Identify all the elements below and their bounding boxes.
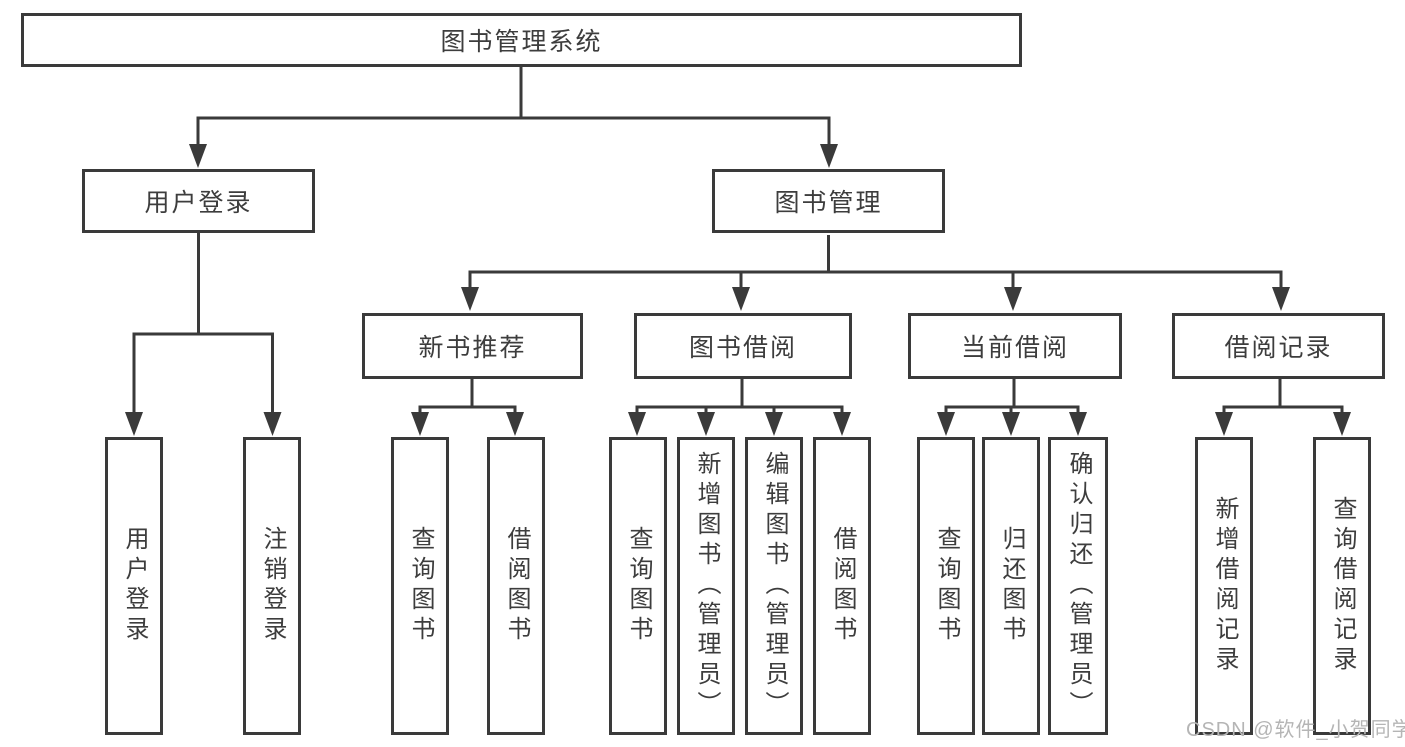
node-leaf-bb-borrow-books-label: 借阅图书	[829, 526, 856, 646]
node-leaf-logout-label: 注销登录	[259, 526, 286, 646]
node-leaf-nb-query-books: 查询图书	[391, 437, 449, 735]
node-section-new-book-recommend: 新书推荐	[362, 313, 583, 379]
node-leaf-cb-return-books-label: 归还图书	[998, 526, 1025, 646]
node-leaf-br-query-record: 查询借阅记录	[1313, 437, 1371, 735]
watermark-text: CSDN @软件_小贺同学	[1186, 719, 1405, 741]
node-section-new-book-recommend-label: 新书推荐	[418, 334, 527, 362]
node-leaf-cb-return-books: 归还图书	[982, 437, 1040, 735]
node-leaf-bb-borrow-books: 借阅图书	[813, 437, 871, 735]
node-leaf-user-login-label: 用户登录	[121, 526, 148, 646]
node-root-label: 图书管理系统	[440, 28, 603, 56]
node-leaf-br-add-record: 新增借阅记录	[1195, 437, 1253, 735]
node-leaf-bb-edit-books-admin-label: 编辑图书（管理员）	[761, 451, 788, 721]
node-leaf-cb-query-books-label: 查询图书	[933, 526, 960, 646]
node-section-book-borrow: 图书借阅	[634, 313, 852, 379]
node-leaf-bb-add-books-admin-label: 新增图书（管理员）	[693, 451, 720, 721]
node-branch-book-management-label: 图书管理	[774, 189, 883, 217]
node-leaf-logout: 注销登录	[243, 437, 301, 735]
node-section-borrow-records-label: 借阅记录	[1224, 334, 1333, 362]
node-leaf-bb-add-books-admin: 新增图书（管理员）	[677, 437, 735, 735]
node-leaf-bb-query-books: 查询图书	[609, 437, 667, 735]
node-branch-user-login-label: 用户登录	[144, 189, 253, 217]
node-section-borrow-records: 借阅记录	[1172, 313, 1385, 379]
node-branch-user-login: 用户登录	[82, 169, 315, 233]
node-leaf-user-login: 用户登录	[105, 437, 163, 735]
node-section-book-borrow-label: 图书借阅	[688, 334, 797, 362]
node-leaf-cb-confirm-return-admin: 确认归还（管理员）	[1048, 437, 1108, 735]
node-root: 图书管理系统	[21, 13, 1022, 67]
node-leaf-cb-query-books: 查询图书	[917, 437, 975, 735]
node-leaf-nb-query-books-label: 查询图书	[407, 526, 434, 646]
node-leaf-br-add-record-label: 新增借阅记录	[1211, 496, 1238, 676]
node-leaf-bb-query-books-label: 查询图书	[625, 526, 652, 646]
node-section-current-borrow-label: 当前借阅	[960, 334, 1069, 362]
node-leaf-nb-borrow-books: 借阅图书	[487, 437, 545, 735]
node-leaf-cb-confirm-return-admin-label: 确认归还（管理员）	[1065, 451, 1092, 721]
node-leaf-bb-edit-books-admin: 编辑图书（管理员）	[745, 437, 803, 735]
node-branch-book-management: 图书管理	[712, 169, 945, 233]
node-leaf-br-query-record-label: 查询借阅记录	[1329, 496, 1356, 676]
node-leaf-nb-borrow-books-label: 借阅图书	[503, 526, 530, 646]
node-section-current-borrow: 当前借阅	[908, 313, 1122, 379]
